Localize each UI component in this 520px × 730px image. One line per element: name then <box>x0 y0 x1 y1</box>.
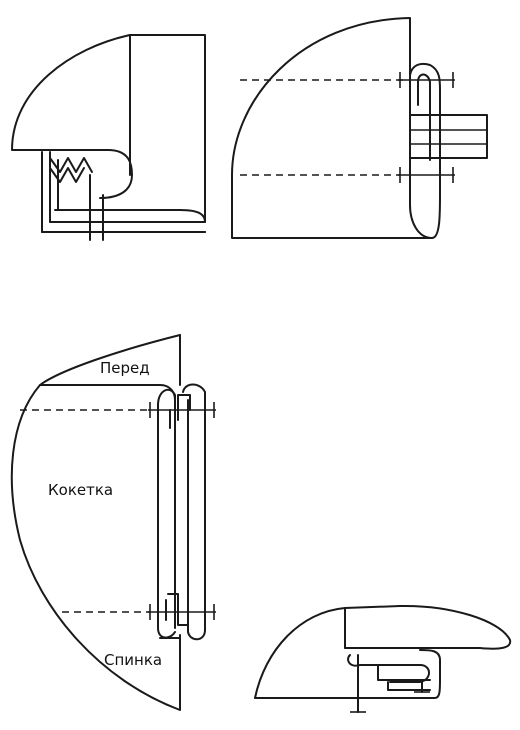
outer-panel <box>129 34 206 223</box>
figure-bottom-left: Перед Кокетка Спинка <box>10 334 216 711</box>
inner-frame-2 <box>387 681 431 691</box>
lower-fold <box>54 209 206 223</box>
fold-curl <box>409 62 441 239</box>
dome-outline <box>254 604 512 699</box>
curl-roll <box>347 654 430 683</box>
inner-frame <box>377 664 431 681</box>
label-back: Спинка <box>104 651 162 669</box>
bottom-fold <box>254 649 441 699</box>
figure-bottom-right <box>254 604 512 713</box>
hook-top <box>177 394 191 421</box>
figure-top-left <box>11 34 206 241</box>
curved-piece <box>11 34 133 199</box>
yoke-fold-left <box>157 388 176 629</box>
curved-panel <box>231 17 433 239</box>
tab-block <box>409 114 488 159</box>
seam-zigzag-2 <box>49 167 85 183</box>
back-panel-curl <box>182 383 206 641</box>
inner-hook <box>417 73 431 161</box>
label-front: Перед <box>100 359 150 377</box>
label-yoke: Кокетка <box>48 481 113 499</box>
yoke-outline <box>10 384 181 711</box>
seam-zigzag <box>49 157 93 173</box>
figure-top-right <box>231 17 488 239</box>
hook-bottom <box>167 593 189 626</box>
